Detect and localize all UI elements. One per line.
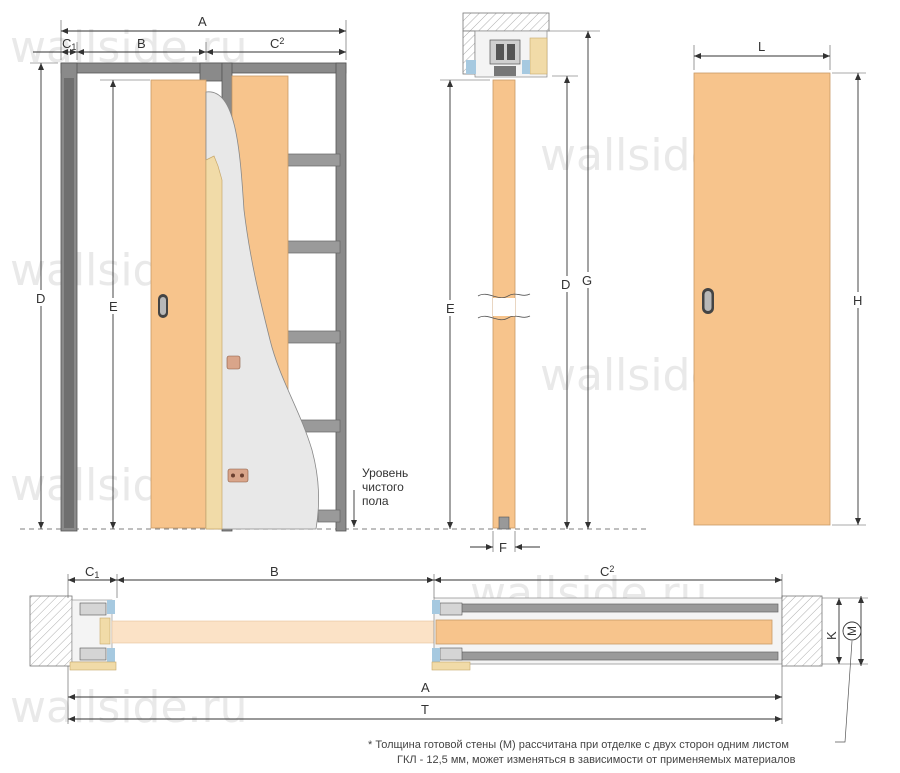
architrave xyxy=(69,661,117,671)
break-line xyxy=(477,293,531,299)
gypsum-cutaway xyxy=(205,91,320,530)
frame-top-joint xyxy=(199,62,223,82)
dim-label-f: F xyxy=(499,540,507,555)
dim-label-c2: C2 xyxy=(600,564,614,579)
dim-label-t: T xyxy=(421,702,429,717)
trolley-wheel xyxy=(496,44,504,60)
door-handle-inner xyxy=(704,291,712,311)
floor-label-line2: чистого xyxy=(362,480,404,494)
frame-left-post-inner xyxy=(64,78,74,528)
floor-label-line1: Уровень xyxy=(362,466,408,480)
label-bg xyxy=(850,292,866,308)
floor-label-line3: пола xyxy=(362,494,389,508)
socket-box xyxy=(227,468,249,483)
dim-label-c1: C1 xyxy=(85,564,99,580)
front-view: A C1 B C2 D E Уровень чистого пола xyxy=(20,14,650,532)
trim-profile xyxy=(432,648,440,662)
dim-label-k: K xyxy=(824,631,839,640)
trolley-carriage xyxy=(489,39,521,65)
m-marker-circle xyxy=(842,621,862,641)
cassette-batten xyxy=(317,509,341,523)
trolley-wheel xyxy=(507,44,515,60)
dim-label-c2: C2 xyxy=(270,36,284,51)
floor-guide xyxy=(498,516,510,530)
dim-label-d: D xyxy=(36,291,45,306)
dim-label-c1: C1 xyxy=(62,36,76,52)
door-leaf-closed-position xyxy=(111,620,443,644)
dim-label-e: E xyxy=(446,301,455,316)
dim-label-a: A xyxy=(198,14,207,29)
label-bg xyxy=(580,272,597,288)
plan-view: C1 B C2 A T K M * Толщина готовой стены … xyxy=(29,564,868,766)
break-gap xyxy=(493,298,515,316)
dim-label-l: L xyxy=(758,39,765,54)
cassette-batten xyxy=(299,419,341,433)
jamb-profile xyxy=(79,602,107,616)
architrave xyxy=(431,661,471,671)
door-leaf-view: L H xyxy=(693,39,866,526)
junction-box xyxy=(226,355,241,370)
trim-profile xyxy=(522,60,530,74)
socket-hole xyxy=(231,473,235,478)
socket-hole xyxy=(240,473,244,478)
trim-profile xyxy=(466,60,476,74)
label-bg xyxy=(443,300,458,316)
wall-left xyxy=(29,595,73,667)
trim-profile xyxy=(432,600,440,614)
dim-label-d: D xyxy=(561,277,570,292)
frame-right-post xyxy=(335,62,347,532)
label-bg xyxy=(106,298,121,314)
dim-label-b: B xyxy=(270,564,279,579)
wall-right xyxy=(781,595,823,667)
jamb-profile xyxy=(79,647,107,661)
label-bg xyxy=(559,276,575,292)
break-line xyxy=(477,315,531,321)
dim-label-m: M xyxy=(845,626,859,636)
door-leaf xyxy=(693,72,831,526)
side-section-view: E D G F xyxy=(440,12,600,555)
door-leaf-in-pocket xyxy=(435,619,773,645)
cassette-skin xyxy=(455,651,779,661)
cassette-skin xyxy=(455,603,779,613)
timber-edge xyxy=(205,155,223,530)
timber-header xyxy=(529,37,548,75)
label-bg xyxy=(33,290,49,306)
dim-label-a: A xyxy=(421,680,430,695)
dim-label-h: H xyxy=(853,293,862,308)
jamb-profile xyxy=(439,602,463,616)
footnote-leader xyxy=(835,640,853,743)
dim-label-b: B xyxy=(137,36,146,51)
footnote-line1: * Толщина готовой стены (M) рассчитана п… xyxy=(368,739,789,751)
door-stop xyxy=(99,617,111,645)
trim-profile xyxy=(107,648,115,662)
watermark: wallside.ru xyxy=(10,682,248,733)
dim-label-e: E xyxy=(109,299,118,314)
trim-profile xyxy=(107,600,115,614)
ceiling-section xyxy=(462,12,550,32)
jamb-profile xyxy=(439,647,463,661)
door-handle-inner xyxy=(160,297,166,315)
dim-label-g: G xyxy=(582,273,592,288)
trolley-bracket xyxy=(494,66,516,76)
footnote-line2: ГКЛ - 12,5 мм, может изменяться в зависи… xyxy=(397,754,796,766)
